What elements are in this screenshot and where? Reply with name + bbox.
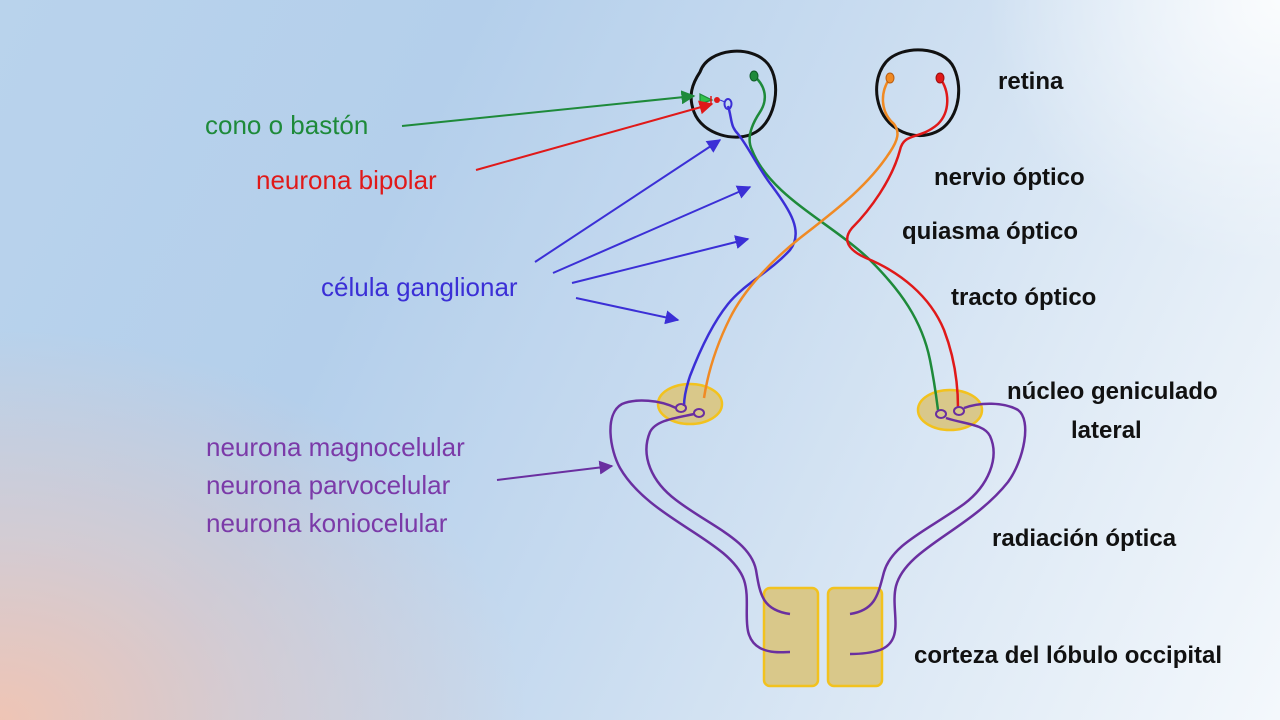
occipital-cortex-right — [826, 586, 884, 688]
green-cell — [749, 70, 759, 82]
ganglion-cell — [723, 98, 733, 110]
arrow-ganglion-2 — [552, 185, 752, 274]
lgn-right — [916, 388, 984, 432]
cone-cell — [699, 93, 714, 105]
green-fiber — [748, 75, 940, 411]
label-optic-nerve: nervio óptico — [934, 164, 1085, 191]
orange-cell — [885, 72, 895, 84]
arrow-ganglion-3 — [571, 235, 750, 284]
label-bipolar-neuron: neurona bipolar — [256, 165, 437, 195]
lgn-left — [656, 382, 724, 426]
red-cell — [935, 72, 945, 84]
arrow-ganglion-4 — [575, 297, 680, 325]
orange-fiber — [702, 77, 899, 399]
optic-radiation-right-outer — [849, 402, 1027, 656]
arrow-cone — [401, 90, 696, 127]
label-optic-chiasm: quiasma óptico — [902, 218, 1079, 245]
label-occipital-cortex: corteza del lóbulo occipital — [914, 642, 1223, 669]
blue-fiber — [682, 105, 797, 407]
red-fiber — [846, 77, 960, 409]
label-lgn-line2: lateral — [1071, 417, 1142, 444]
label-ganglion-cell: célula ganglionar — [321, 272, 518, 302]
label-parvocellular: neurona parvocelular — [206, 470, 451, 500]
eye-right — [875, 48, 961, 138]
label-optic-tract: tracto óptico — [951, 284, 1097, 311]
label-optic-radiation: radiación óptica — [992, 525, 1177, 552]
label-koniocellular: neurona koniocelular — [206, 508, 448, 538]
label-lgn-line1: núcleo geniculado — [1007, 378, 1218, 405]
occipital-cortex-left — [762, 586, 820, 688]
bipolar-ganglion-link — [719, 99, 726, 103]
arrow-lgn-neurons — [496, 460, 614, 481]
lgn-right-neuron-1 — [935, 409, 947, 419]
bipolar-cell — [714, 97, 720, 103]
arrow-ganglion-1 — [534, 139, 722, 263]
lgn-left-neuron-2 — [693, 408, 705, 418]
lgn-right-neuron-2 — [953, 406, 965, 416]
optic-radiation-right-inner — [849, 416, 995, 616]
optic-radiation-left-outer — [609, 399, 791, 654]
eye-left — [689, 49, 778, 139]
label-magnocellular: neurona magnocelular — [206, 432, 465, 462]
arrow-bipolar — [475, 100, 714, 171]
label-cone-or-rod: cono o bastón — [205, 110, 369, 140]
optic-radiation-left-inner — [645, 412, 791, 616]
label-retina: retina — [998, 68, 1064, 95]
